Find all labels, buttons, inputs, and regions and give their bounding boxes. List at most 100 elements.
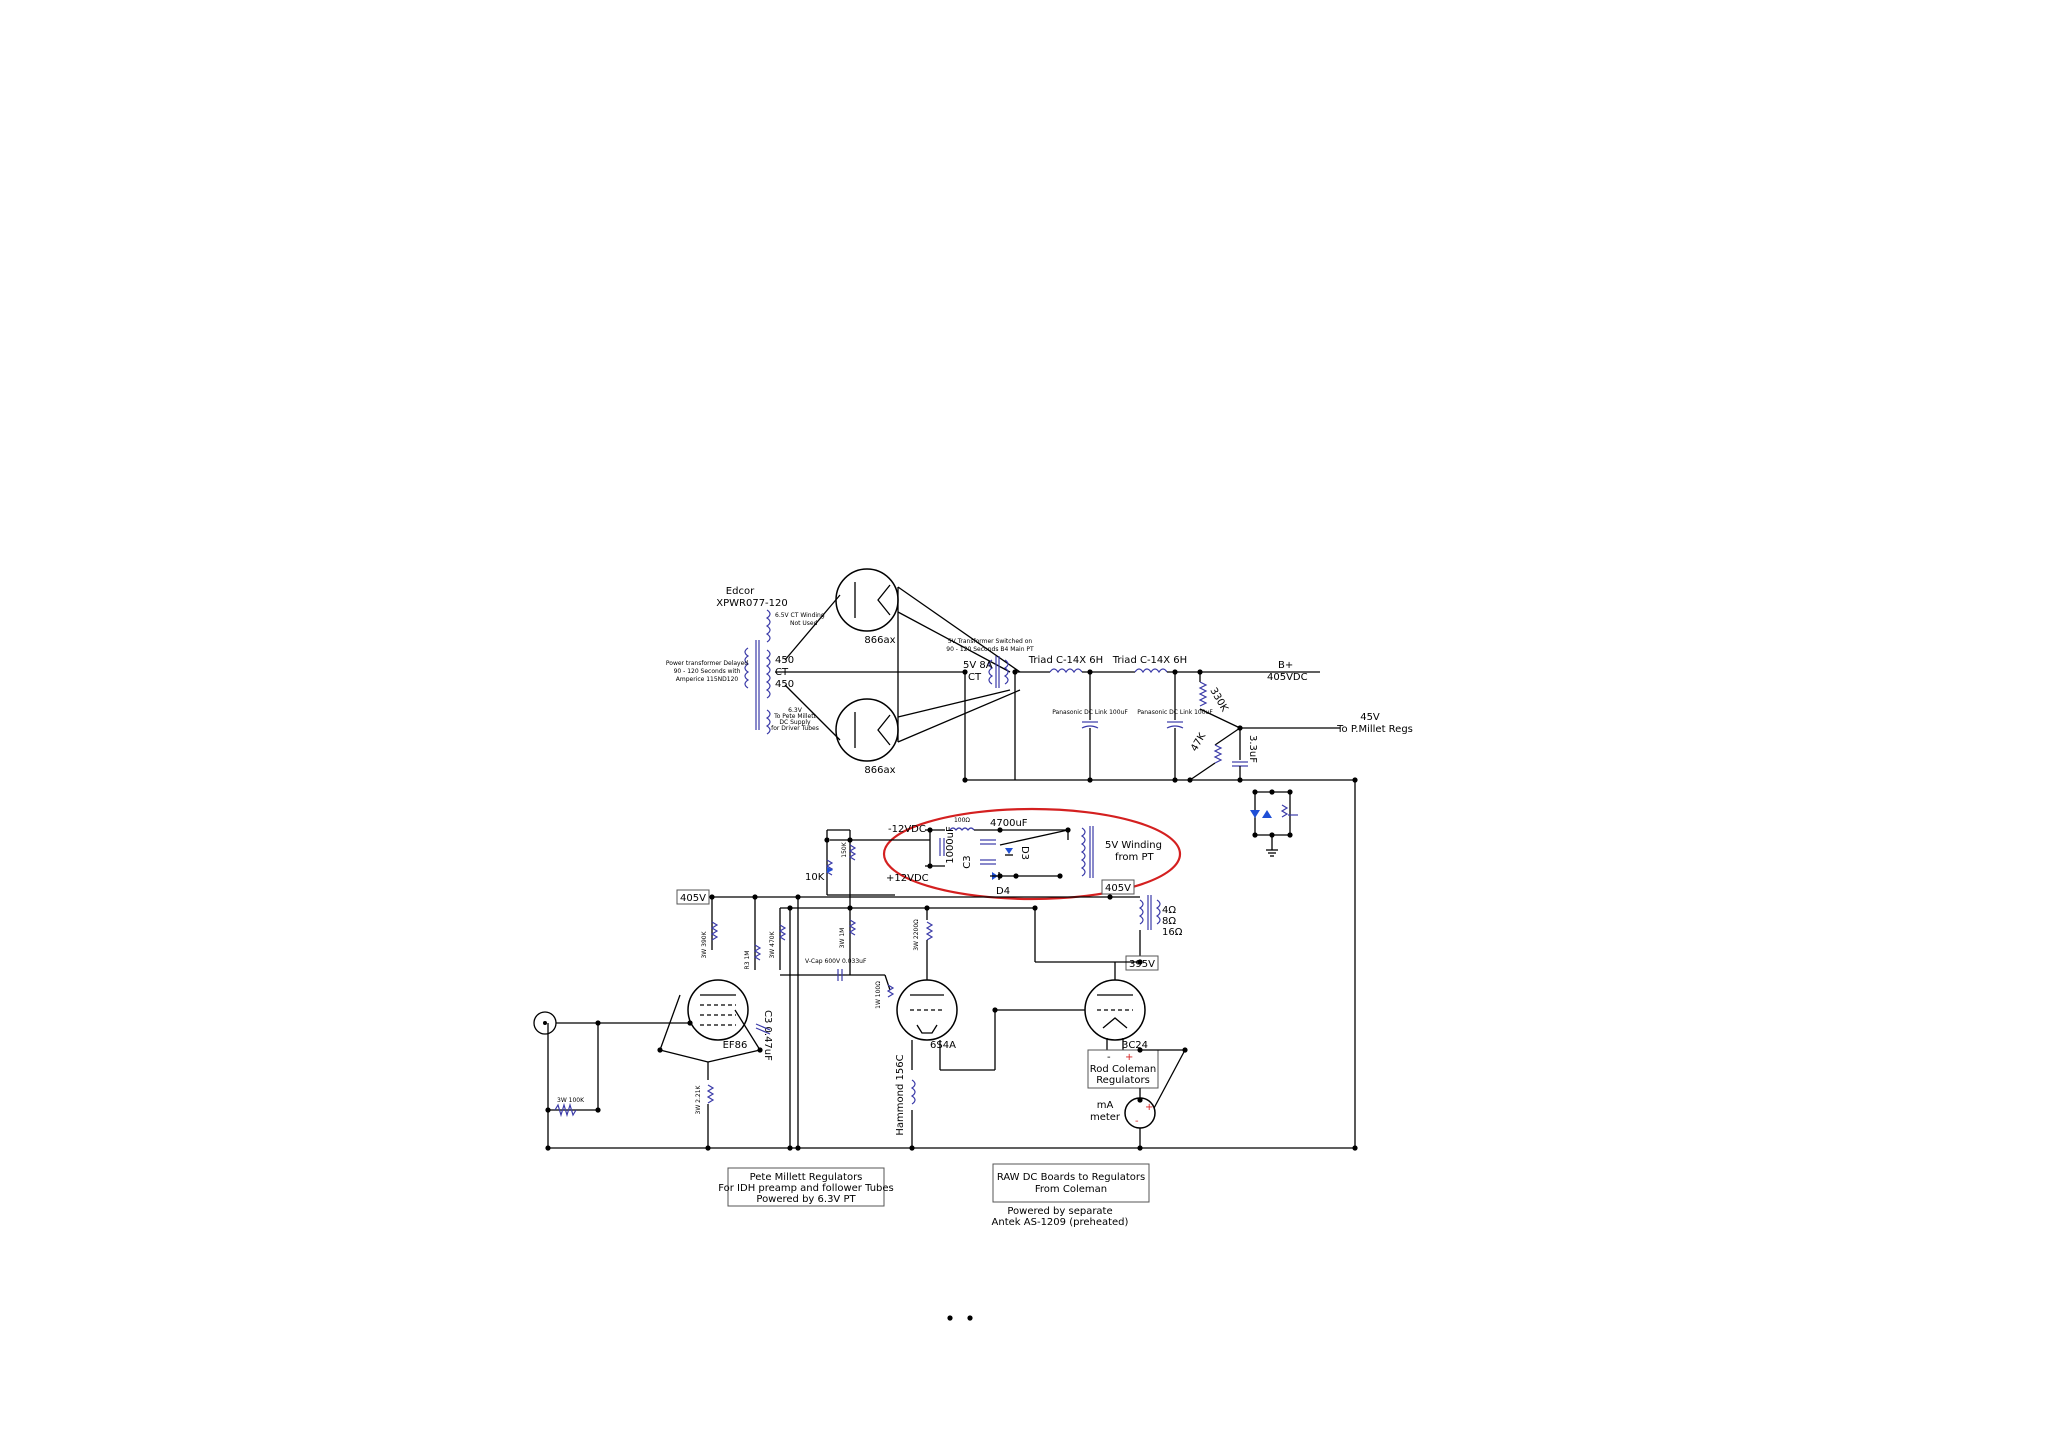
- coleman-plus: +: [1125, 1052, 1133, 1063]
- coleman-line-1: Rod Coleman: [1090, 1064, 1156, 1075]
- rectifier-top-label: 866ax: [864, 635, 895, 646]
- millett-note-box: [727, 1167, 885, 1207]
- tube-3c24: 3C24: [1084, 962, 1148, 1051]
- c-4700: 4700uF: [990, 818, 1028, 829]
- antek-line-2: Antek AS-1209 (preheated): [992, 1217, 1129, 1228]
- junction-dot: [1065, 827, 1071, 833]
- vcap: V-Cap 600V 0.033uF: [805, 958, 867, 965]
- junction-dot: [705, 1145, 711, 1151]
- svg-text:405V: 405V: [680, 893, 706, 904]
- c-1000: 1000uF: [945, 826, 956, 864]
- tap-top: 450: [775, 655, 794, 666]
- heater-note-2: To Pete Millett: [773, 713, 816, 720]
- tag-405-right: [1101, 879, 1135, 895]
- out-4: 4Ω: [1162, 905, 1176, 916]
- winding-line-1: 5V Winding: [1105, 840, 1162, 851]
- millett-line-1: Pete Millett Regulators: [750, 1172, 863, 1183]
- ef86-label: EF86: [723, 1040, 748, 1051]
- tag-405-left: [676, 889, 710, 905]
- junction-dot: [595, 1020, 601, 1026]
- junction-dot: [1352, 777, 1358, 783]
- raw-note-box: [992, 1163, 1150, 1203]
- r-47k: 47K: [1189, 731, 1208, 754]
- junction-dot: [927, 863, 933, 869]
- junction-dot: [595, 1107, 601, 1113]
- junction-dot: [1252, 789, 1258, 795]
- highlight-oval: [882, 807, 1182, 901]
- cap-3-3uf: 3.3uF: [1247, 735, 1258, 763]
- choke-2: Triad C-14X 6H: [1112, 655, 1187, 666]
- meter-minus: -: [1135, 1116, 1139, 1127]
- junction-dot: [657, 1047, 663, 1053]
- junction-dot: [1137, 1047, 1143, 1053]
- out-16: 16Ω: [1162, 927, 1183, 938]
- 3c24-label: 3C24: [1122, 1040, 1148, 1051]
- b-plus: B+: [1278, 660, 1293, 671]
- rectifier-bottom-label: 866ax: [864, 765, 895, 776]
- delay-note-2: 90 - 120 Seconds with: [674, 668, 741, 675]
- junction-dot: [1237, 725, 1243, 731]
- rectifier-tube-top: 866ax: [835, 568, 899, 646]
- junction-dots: [545, 669, 1358, 1321]
- r-3w470k: 3W 470K: [769, 930, 776, 958]
- choke-1: Triad C-14X 6H: [1028, 655, 1103, 666]
- pos12-label: +12VDC: [886, 873, 929, 884]
- junction-dot: [1352, 1145, 1358, 1151]
- filament-transformer: 5V 8A CT 5V Transformer Switched on 90 -…: [946, 638, 1034, 688]
- junction-dot: [1013, 873, 1019, 879]
- junction-dot: [1087, 669, 1093, 675]
- coleman-box: [1087, 1049, 1159, 1089]
- power-transformer: Edcor XPWR077-120 6.5V CT Winding Not Us…: [666, 586, 825, 735]
- junction-dot: [1187, 777, 1193, 783]
- junction-dot: [847, 905, 853, 911]
- raw-line-2: From Coleman: [1035, 1184, 1107, 1195]
- junction-dot: [1172, 669, 1178, 675]
- junction-dot: [545, 1145, 551, 1151]
- junction-dot: [1237, 777, 1243, 783]
- r-r31m: R3 1M: [744, 951, 751, 970]
- rectifier-tube-bottom: 866ax: [835, 698, 899, 776]
- led-zener-cluster: [1250, 791, 1298, 857]
- junction-dot: [962, 669, 968, 675]
- out-8: 8Ω: [1162, 916, 1176, 927]
- diode-d3-icon: [1005, 848, 1013, 854]
- bias-supply-section: -12VDC +12VDC 100Ω 4700uF 1000uF C3 D3 D…: [805, 807, 1182, 905]
- r-3w221k: 3W 2.21K: [695, 1084, 702, 1114]
- meter-line-1: mA: [1097, 1100, 1114, 1111]
- out-45v: 45V: [1360, 712, 1380, 723]
- meter-line-2: meter: [1090, 1112, 1121, 1123]
- junction-dot: [1269, 789, 1275, 795]
- delay-note-1: Power transformer Delayed: [666, 660, 748, 667]
- r-3w100k: 3W 100K: [557, 1097, 585, 1104]
- junction-dot: [1269, 832, 1275, 838]
- b-plus-value: 405VDC: [1267, 672, 1308, 683]
- r-100: 100Ω: [954, 817, 970, 824]
- junction-dot: [787, 905, 793, 911]
- junction-dot: [1137, 959, 1143, 965]
- secondary-note-2: Not Used: [790, 620, 818, 627]
- led-icon: [1250, 810, 1260, 818]
- junction-dot: [1287, 789, 1293, 795]
- junction-dot: [1032, 905, 1038, 911]
- meter-plus: +: [1145, 1102, 1153, 1113]
- junction-dot: [997, 827, 1003, 833]
- junction-dot: [1252, 832, 1258, 838]
- tube-6s4a: 3W 2200Ω 6S4A: [896, 908, 958, 1051]
- r-3w2200: 3W 2200Ω: [913, 919, 920, 951]
- r-1w100: 1W 100Ω: [875, 981, 882, 1009]
- junction-dot: [927, 827, 933, 833]
- cap-2: Panasonic DC Link 100uF: [1137, 709, 1213, 716]
- junction-dot: [795, 1145, 801, 1151]
- junction-dot: [687, 1020, 693, 1026]
- junction-dot: [1137, 1097, 1143, 1103]
- junction-dot: [545, 1107, 551, 1113]
- neg12-label: -12VDC: [888, 824, 926, 835]
- junction-dot: [992, 1007, 998, 1013]
- millett-line-3: Powered by 6.3V PT: [756, 1194, 856, 1205]
- heater-note-3: DC Supply: [779, 719, 811, 726]
- fil-xfmr-ct: CT: [968, 672, 982, 683]
- r-150k: 150K: [841, 841, 848, 857]
- svg-text:405V: 405V: [1105, 883, 1131, 894]
- junction-dot: [1137, 1145, 1143, 1151]
- junction-dot: [1012, 669, 1018, 675]
